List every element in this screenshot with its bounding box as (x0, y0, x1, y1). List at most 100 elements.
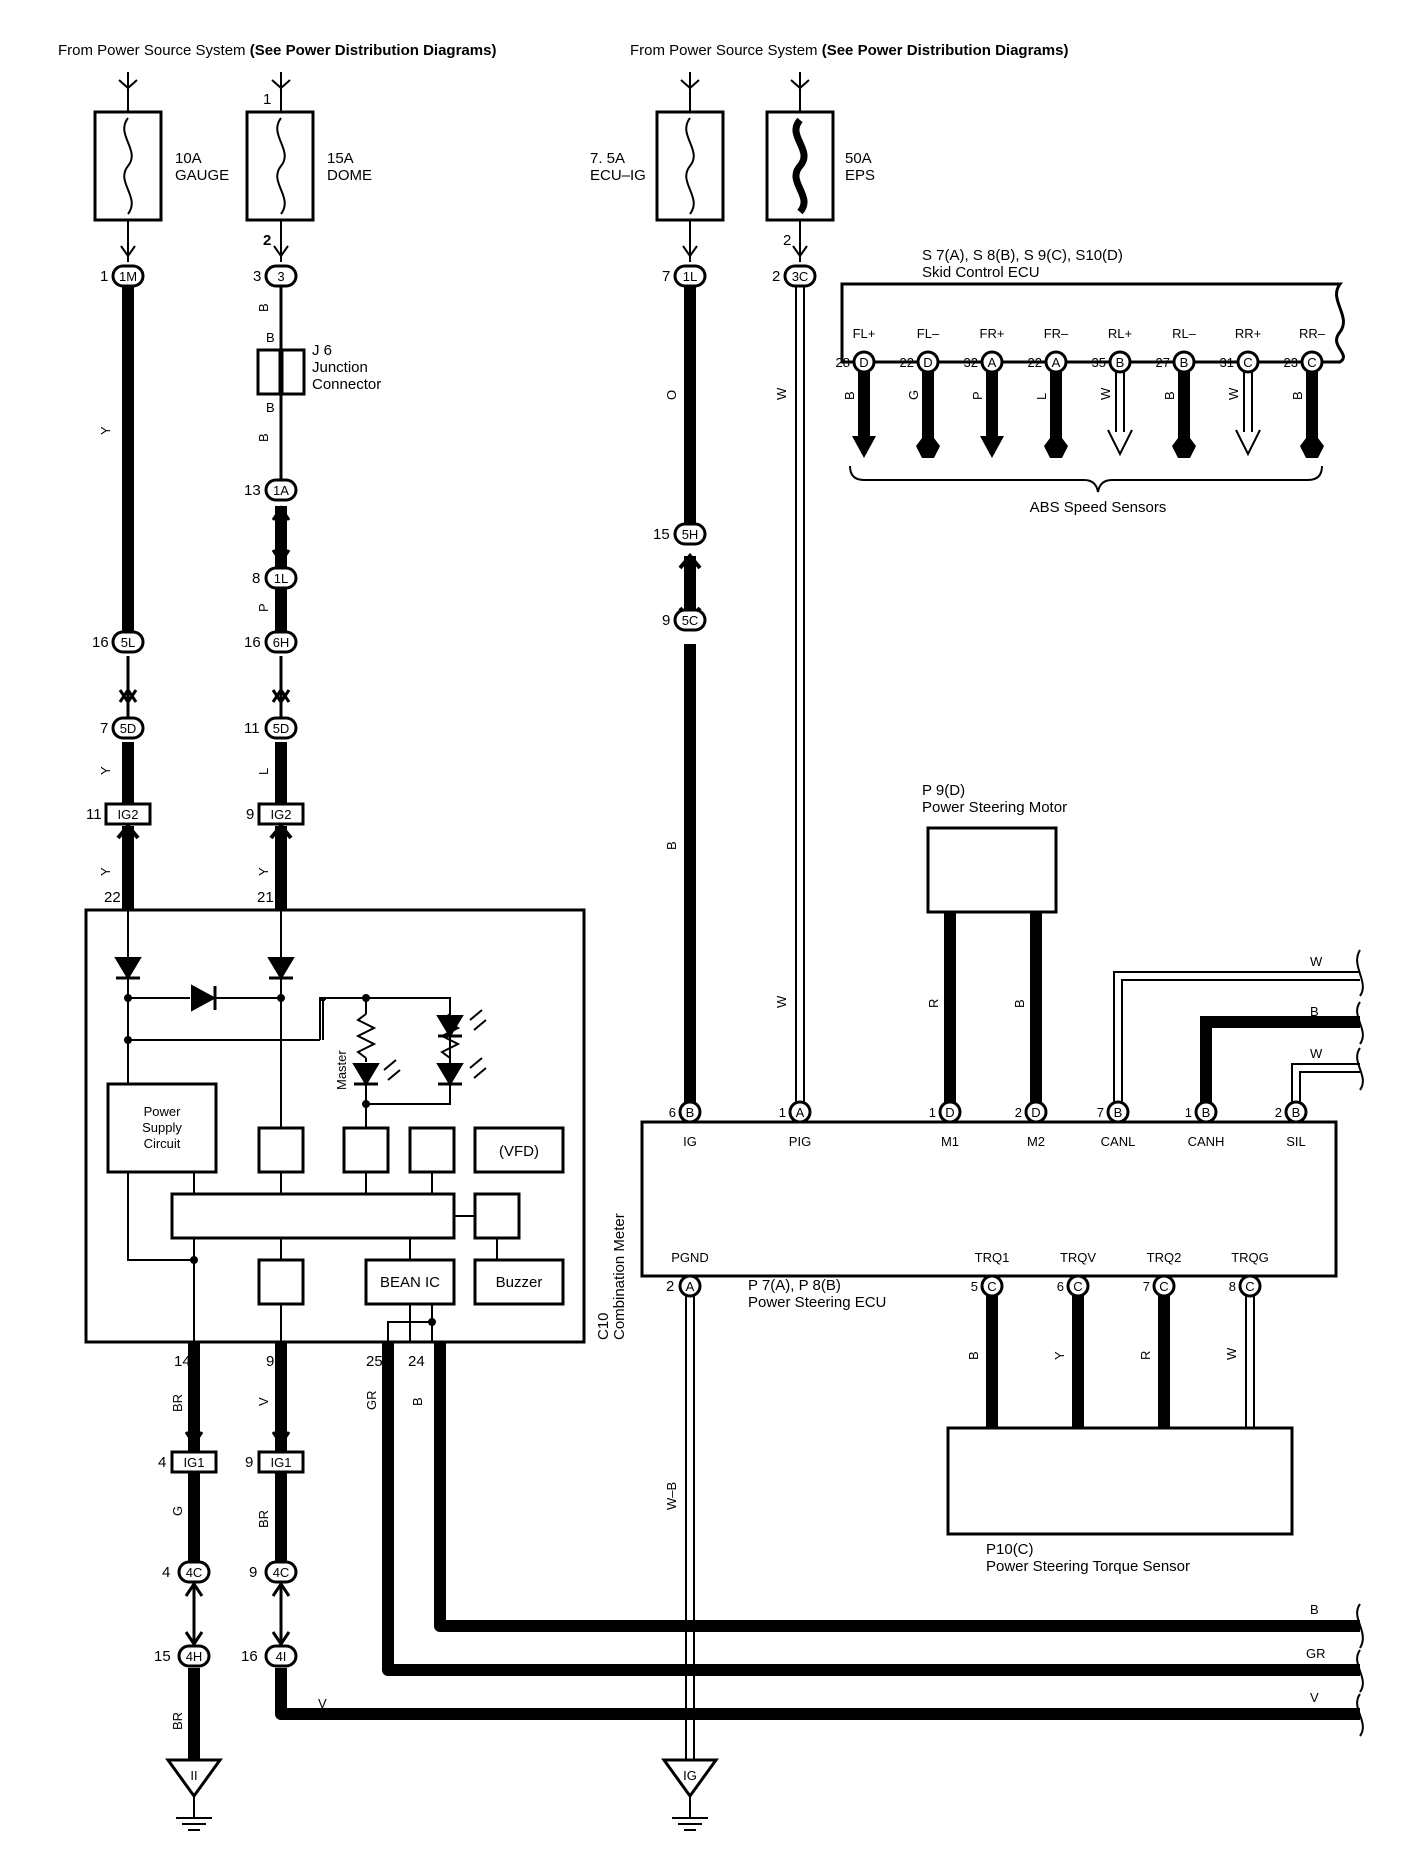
connector-5d-b (264, 716, 298, 740)
pin-label: 11 (86, 806, 102, 823)
connector-label: 4C (273, 1565, 290, 1580)
ecu-pin-label: 1 (929, 1105, 936, 1120)
abs-wire-color: B (1290, 391, 1305, 400)
ground-right (661, 1758, 719, 1831)
fuse-ecuig-amp: 7. 5A (590, 150, 625, 167)
ecu-terminal-label: SIL (1286, 1134, 1306, 1149)
pin-label: 25 (366, 1353, 383, 1370)
connector-3 (264, 264, 298, 288)
abs-terminal-label: RR– (1299, 326, 1326, 341)
torque-connector (1066, 1274, 1090, 1298)
wire-color-label: Y (256, 867, 271, 876)
master-label: Master (334, 1050, 349, 1090)
wire-color-label: Y (98, 867, 113, 876)
torque-pin-label: 5 (971, 1279, 978, 1294)
power-steering-ecu-box (640, 1120, 1338, 1278)
pin-label: 3 (253, 268, 261, 285)
wire-color-label: Y (98, 426, 113, 435)
pin-label: 7 (100, 720, 108, 737)
abs-pin-label: 27 (1156, 355, 1170, 370)
pin-label: 16 (92, 634, 109, 651)
pin-label: 9 (245, 1454, 253, 1471)
abs-connector (1172, 350, 1196, 374)
abs-arrow (852, 436, 876, 458)
wire-color-label: B (1012, 999, 1027, 1008)
connector-label: 5H (682, 527, 699, 542)
abs-connector-label: A (1052, 355, 1061, 370)
abs-brace (849, 465, 1323, 493)
connector-label: IG1 (184, 1455, 205, 1470)
wire-color-label: R (926, 999, 941, 1008)
wire-color-label: O (664, 390, 679, 400)
abs-wire-color: B (842, 391, 857, 400)
connector-label: A (686, 1279, 695, 1294)
ground-left-label: II (190, 1768, 197, 1783)
buzzer-label: Buzzer (496, 1274, 543, 1291)
wire-color-label: B (410, 1397, 425, 1406)
wire-color-label: G (170, 1506, 185, 1516)
torque-wire-color: R (1138, 1351, 1153, 1360)
connector-6h (264, 630, 298, 654)
wire-color-label: BR (256, 1510, 271, 1528)
connector-ig1-b (257, 1450, 305, 1474)
ecu-terminal-label: CANH (1188, 1134, 1225, 1149)
abs-connector-label: C (1307, 355, 1316, 370)
abs-pin-label: 22 (1028, 355, 1042, 370)
pin-label: 16 (241, 1648, 258, 1665)
wire-color-label: V (256, 1397, 271, 1406)
wire-color-label: P (256, 603, 271, 612)
pin-label: 24 (408, 1353, 425, 1370)
wire-dome-column (269, 276, 293, 910)
torque-connector-label: C (987, 1279, 996, 1294)
meter-id: C10 (595, 1312, 612, 1340)
abs-terminal-label: FL– (917, 326, 940, 341)
connector-5l (111, 630, 145, 654)
connector-5h (673, 522, 707, 546)
connector-label: 5C (682, 613, 699, 628)
abs-terminals: FL+D28BFL–D22GFR+A32PFR–A22LRL+B35WRL–B2… (836, 326, 1326, 458)
ecu-connector-label: D (1031, 1105, 1040, 1120)
connector-4c-b (264, 1560, 298, 1584)
meter-connections (127, 1172, 498, 1342)
ecu-connector-label: B (1202, 1105, 1211, 1120)
abs-connector-label: D (859, 355, 868, 370)
abs-terminal-label: FR+ (980, 326, 1005, 341)
connector-4i (264, 1644, 298, 1668)
wire-color-label: W (1310, 954, 1323, 969)
left-source-header: From Power Source System (See Power Dist… (58, 42, 496, 59)
abs-wire-color: W (1226, 387, 1241, 400)
wire-color-label: BR (170, 1712, 185, 1730)
ecu-terminal-trq1: TRQ1 (975, 1250, 1010, 1265)
fuse-dome (245, 72, 315, 262)
pin-label: 1 (100, 268, 108, 285)
torque-connector-label: C (1073, 1279, 1082, 1294)
pin-label: 2 (772, 268, 780, 285)
ecu-terminal-trqv: TRQV (1060, 1250, 1096, 1265)
torque-connector-label: C (1159, 1279, 1168, 1294)
skid-ecu-id: S 7(A), S 8(B), S 9(C), S10(D) (922, 247, 1123, 264)
torque-pin-label: 8 (1229, 1279, 1236, 1294)
torque-wire-color: B (966, 1351, 981, 1360)
wire-color-label: BR (170, 1394, 185, 1412)
wire-color-label: B (1310, 1602, 1319, 1617)
wire-eps-column (795, 276, 805, 1112)
connector-label: IG2 (271, 807, 292, 822)
wire-color-label: W–B (664, 1482, 679, 1510)
pin-label: 15 (154, 1648, 171, 1665)
abs-pin-label: 22 (900, 355, 914, 370)
motor-box (926, 826, 1058, 914)
abs-arrow (1107, 429, 1133, 457)
torque-sensor-box (946, 1426, 1294, 1536)
abs-label: ABS Speed Sensors (1030, 499, 1167, 516)
fuse-ecuig-name: ECU–IG (590, 167, 646, 184)
abs-pin-label: 23 (1284, 355, 1298, 370)
abs-arrow (1235, 429, 1261, 457)
wire-color-label: W (1310, 1046, 1323, 1061)
wire-color-label: B (664, 841, 679, 850)
ecu-terminal-label: CANL (1101, 1134, 1136, 1149)
ecu-pin-label: 2 (1015, 1105, 1022, 1120)
ecu-pin-label: 1 (779, 1105, 786, 1120)
